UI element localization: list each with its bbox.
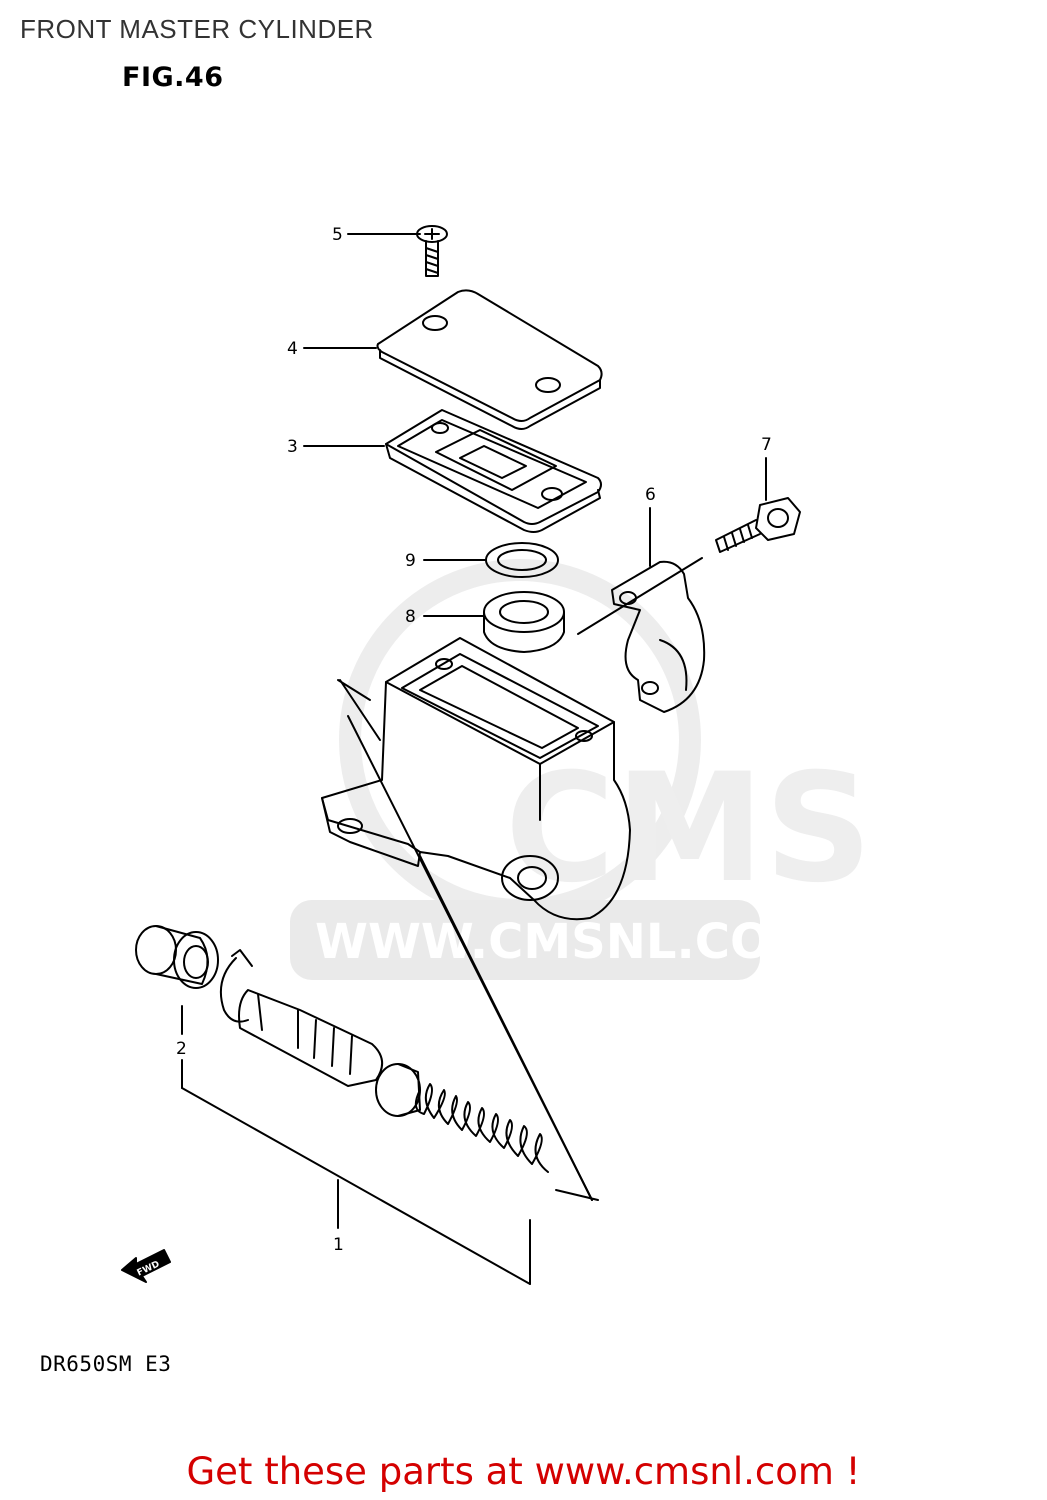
piston-boot-part-2 <box>135 925 219 989</box>
page-title: FRONT MASTER CYLINDER <box>20 14 374 44</box>
callout-1: 1 <box>333 1235 344 1255</box>
cms-watermark: CMS WWW.CMSNL.COM <box>290 559 872 980</box>
callout-9: 9 <box>405 551 416 571</box>
callout-7: 7 <box>761 435 772 455</box>
callout-4: 4 <box>287 339 298 359</box>
watermark-brand: CMS <box>505 742 872 916</box>
callout-5: 5 <box>332 225 343 245</box>
diaphragm-plate-part-3 <box>385 409 602 533</box>
figure-number: FIG.46 <box>122 62 224 93</box>
return-spring <box>414 1083 549 1173</box>
collar-part-8 <box>483 591 565 653</box>
callout-3: 3 <box>287 437 298 457</box>
exploded-parts-diagram: CMS WWW.CMSNL.COM <box>121 225 872 1285</box>
master-cylinder-body <box>321 637 631 921</box>
callout-8: 8 <box>405 607 416 627</box>
fwd-arrow-icon <box>121 1249 171 1283</box>
callout-2: 2 <box>176 1039 187 1059</box>
callout-6: 6 <box>645 485 656 505</box>
promo-link[interactable]: Get these parts at www.cmsnl.com ! <box>186 1450 861 1493</box>
reservoir-cap-part-4 <box>376 289 603 430</box>
model-code: DR650SM E3 <box>40 1352 172 1376</box>
watermark-url: WWW.CMSNL.COM <box>315 914 819 970</box>
bolt-part-7 <box>715 497 801 553</box>
piston-assembly <box>238 989 421 1117</box>
screw-part-5 <box>416 225 448 277</box>
leader-lines <box>181 233 767 1285</box>
circlip <box>220 949 253 1023</box>
